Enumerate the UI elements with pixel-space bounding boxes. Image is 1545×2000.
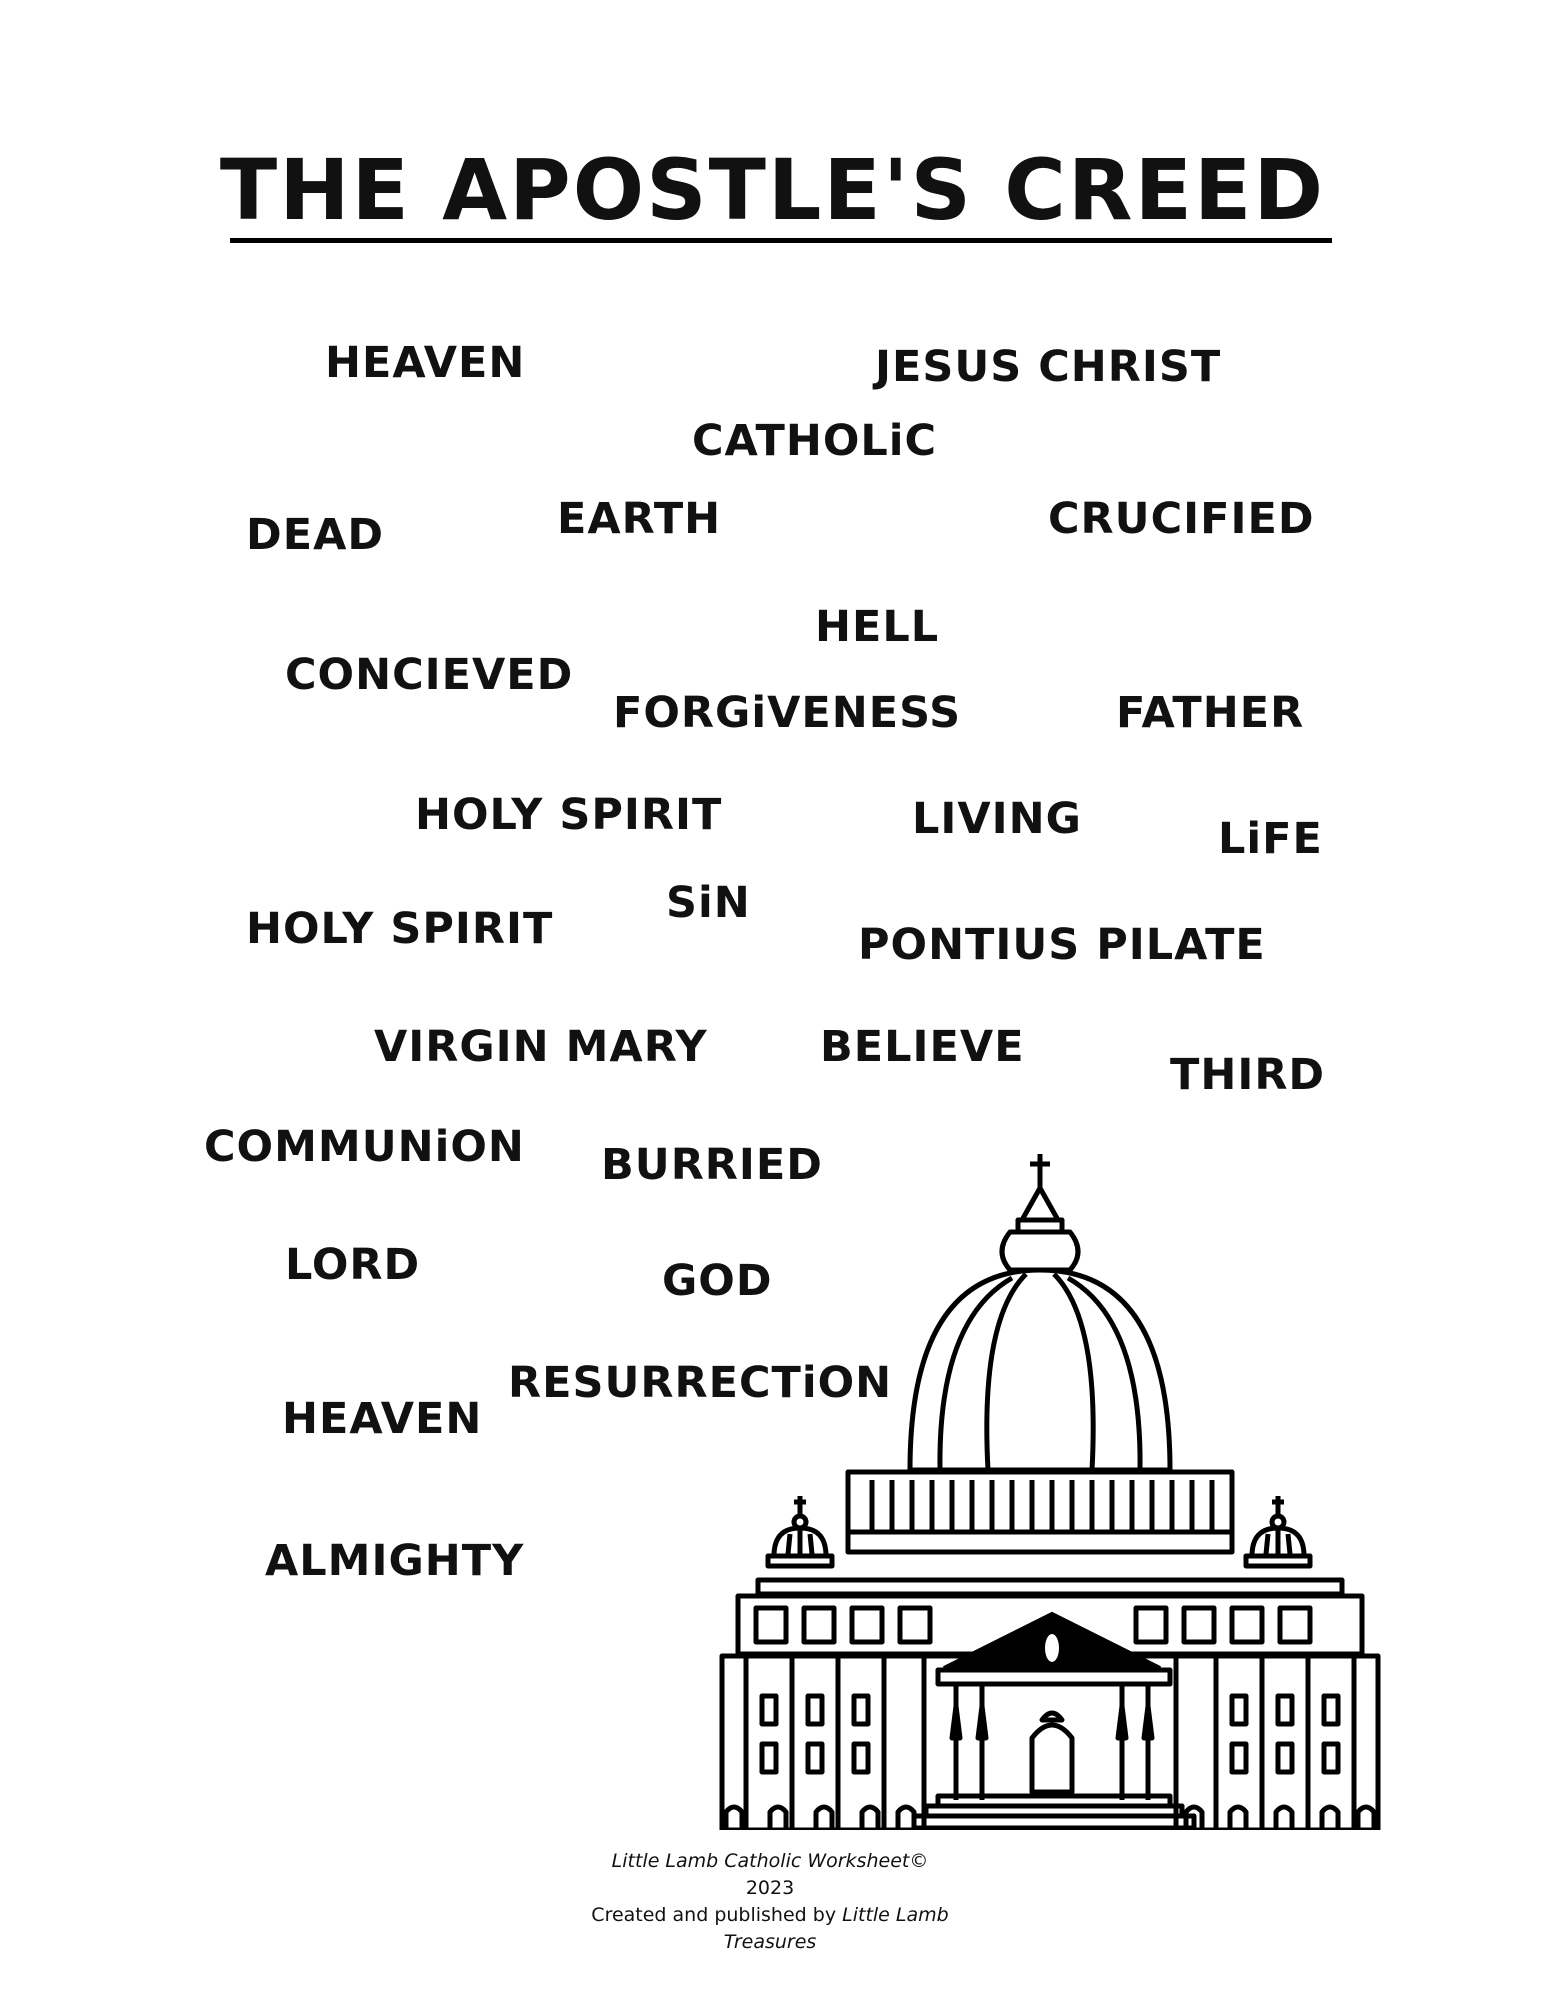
word-holy-spirit-2: HOLY SPIRIT	[246, 904, 554, 954]
word-forgiveness: FORGiVENESS	[613, 688, 962, 738]
word-almighty: ALMIGHTY	[265, 1536, 525, 1586]
word-hell: HELL	[815, 602, 940, 652]
footer-year: 2023	[745, 1877, 795, 1899]
word-communion: COMMUNiON	[204, 1122, 525, 1172]
word-dead: DEAD	[246, 510, 385, 560]
footer-publisher-name: Little Lamb	[842, 1904, 949, 1926]
word-holy-spirit-1: HOLY SPIRIT	[415, 790, 723, 840]
word-burried: BURRIED	[601, 1140, 823, 1190]
footer-publisher-name-end: Treasures	[723, 1931, 817, 1953]
word-concieved: CONCIEVED	[285, 650, 574, 700]
title-underline	[230, 238, 1332, 243]
word-third: THIRD	[1170, 1050, 1326, 1100]
word-jesus-christ: JESUS CHRIST	[875, 342, 1222, 392]
word-believe: BELIEVE	[820, 1022, 1025, 1072]
word-resurrection: RESURRECTiON	[508, 1358, 893, 1408]
word-life: LiFE	[1218, 814, 1323, 864]
footer-credits: Little Lamb Catholic Worksheet© 2023 Cre…	[560, 1848, 980, 1956]
word-living: LIVING	[912, 794, 1082, 844]
footer-publisher-prefix: Created and published by	[591, 1904, 843, 1926]
word-earth: EARTH	[557, 494, 722, 544]
footer-series: Little Lamb Catholic Worksheet	[611, 1850, 910, 1872]
word-virgin-mary: VIRGIN MARY	[374, 1022, 708, 1072]
word-father: FATHER	[1116, 688, 1305, 738]
basilica-icon	[719, 1154, 1381, 1830]
word-sin: SiN	[666, 878, 751, 928]
word-heaven-2: HEAVEN	[282, 1394, 483, 1444]
word-lord: LORD	[285, 1240, 421, 1290]
page-title: THE APOSTLE'S CREED	[219, 141, 1326, 239]
word-catholic: CATHOLiC	[692, 416, 938, 466]
word-crucified: CRUCIFIED	[1048, 494, 1315, 544]
word-heaven-1: HEAVEN	[325, 338, 526, 388]
word-god: GOD	[662, 1256, 773, 1306]
copyright-symbol: ©	[909, 1850, 929, 1872]
word-pontius-pilate: PONTIUS PILATE	[858, 920, 1266, 970]
